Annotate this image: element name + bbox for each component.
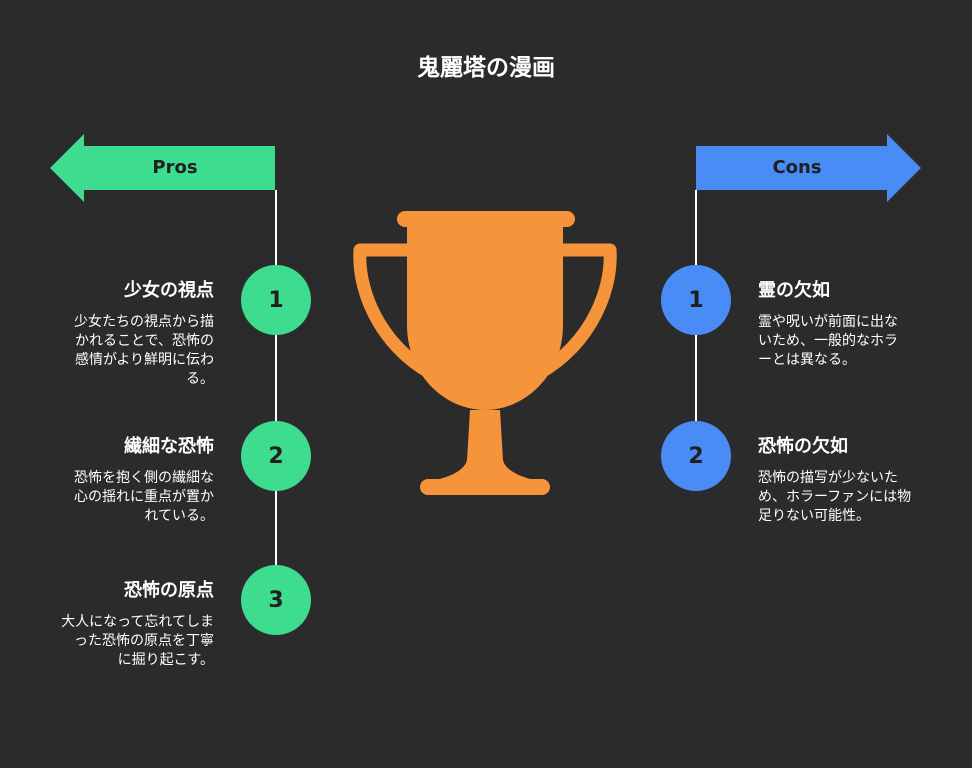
pros-item-title: 少女の視点 <box>124 280 214 301</box>
cons-number-badge: 2 <box>661 421 731 491</box>
pros-item-text: 大人になって忘れてしまった恐怖の原点を丁寧に掘り起こす。 <box>61 614 214 668</box>
pros-number-badge: 2 <box>241 421 311 491</box>
page-title: 鬼麗塔の漫画 <box>417 55 555 81</box>
cons-item-title: 霊の欠如 <box>758 280 830 301</box>
arrow-right-icon <box>696 134 921 202</box>
pros-item-text: 恐怖を抱く側の繊細な心の揺れに重点が置かれている。 <box>74 470 214 524</box>
pros-number-badge: 1 <box>241 265 311 335</box>
pros-label: Pros <box>152 157 198 178</box>
arrow-left-icon <box>50 134 275 202</box>
pros-item-title: 繊細な恐怖 <box>124 436 214 457</box>
pros-item-title: 恐怖の原点 <box>124 580 214 601</box>
cons-number-badge: 1 <box>661 265 731 335</box>
cons-item-title: 恐怖の欠如 <box>758 436 848 457</box>
cons-item-text: 霊や呪いが前面に出ないため、一般的なホラーとは異なる。 <box>758 314 898 368</box>
cons-label: Cons <box>772 157 822 178</box>
pros-item-text: 少女たちの視点から描かれることで、恐怖の感情がより鮮明に伝わる。 <box>74 314 214 387</box>
pros-timeline <box>275 190 277 600</box>
pros-number-badge: 3 <box>241 565 311 635</box>
cons-item-text: 恐怖の描写が少ないため、ホラーファンには物足りない可能性。 <box>758 470 912 524</box>
trophy-icon <box>353 211 617 495</box>
